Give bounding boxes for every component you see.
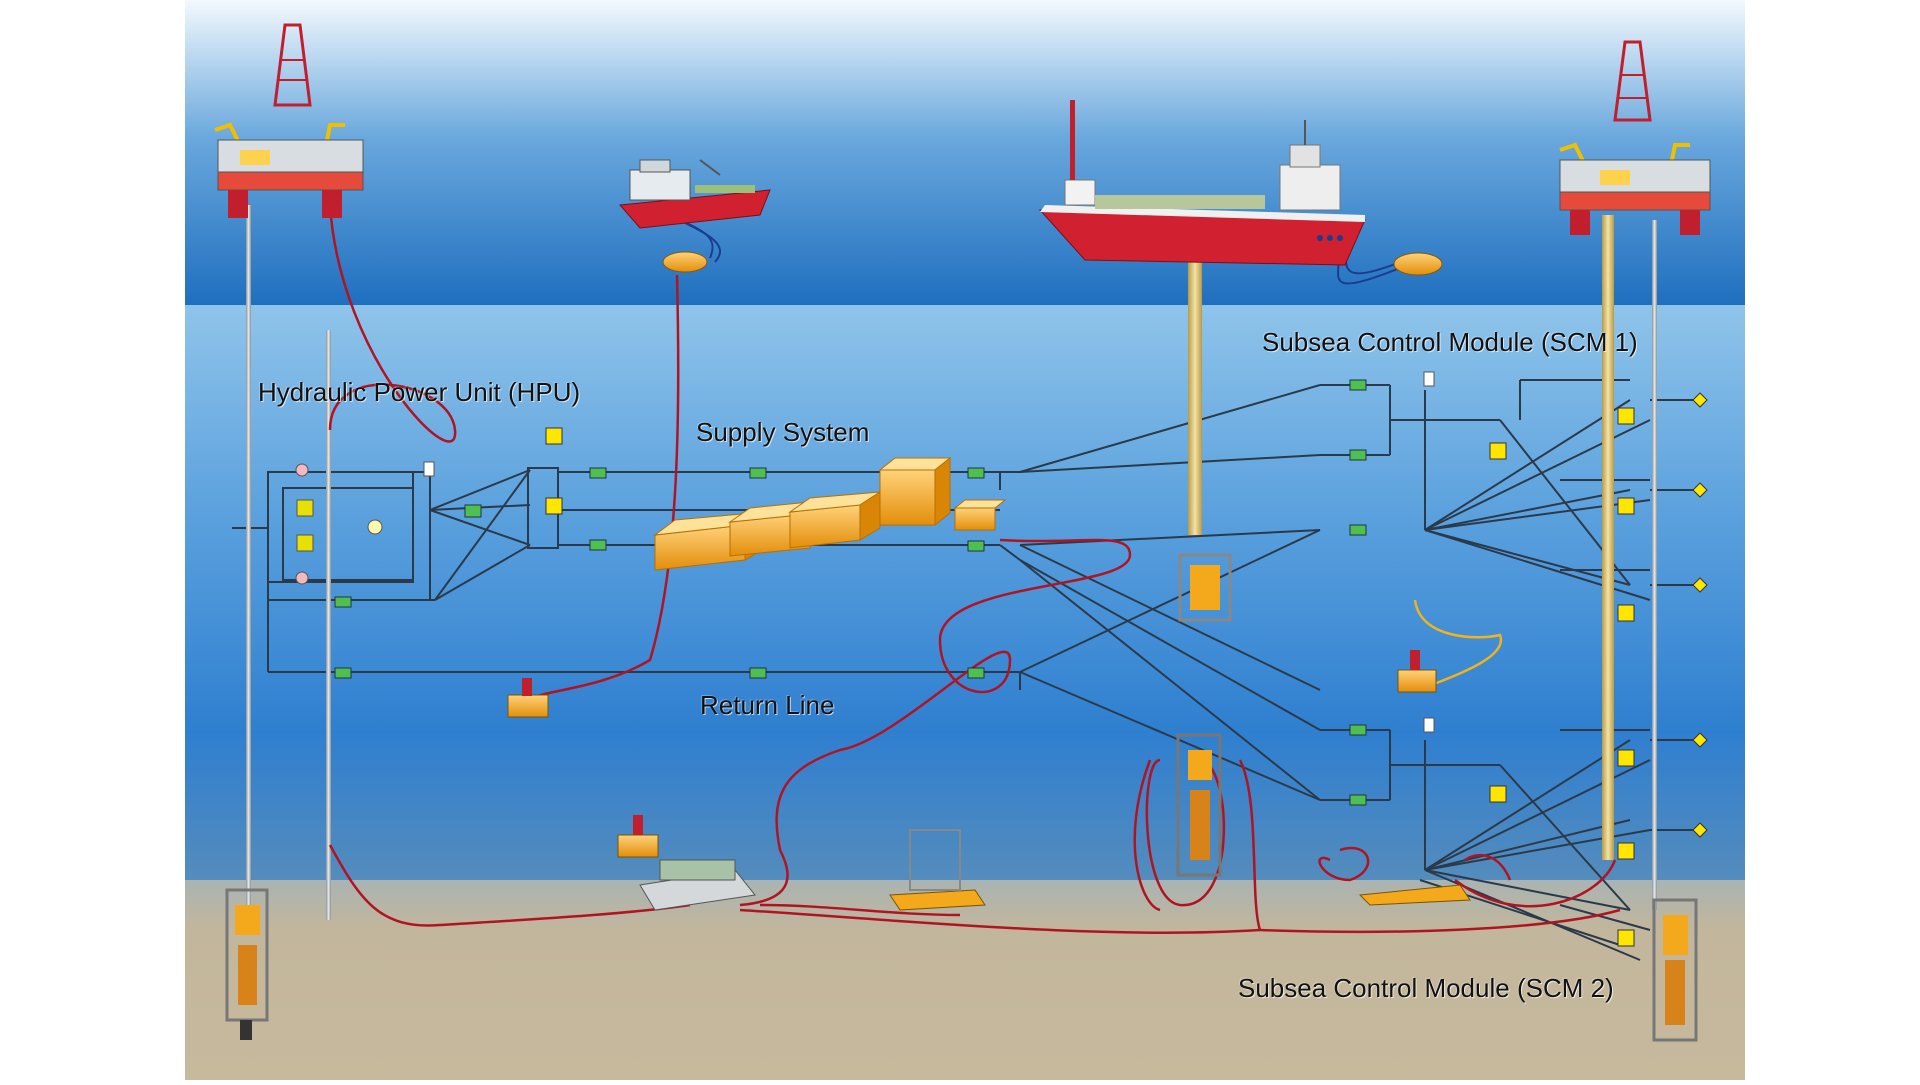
sky-background — [185, 0, 1745, 305]
buoy-icon — [662, 251, 1443, 276]
scm1-label: Subsea Control Module (SCM 1) — [1262, 327, 1638, 357]
drilling-rig-left-icon — [214, 23, 364, 218]
accumulator-icon — [295, 371, 1435, 733]
rov-icon — [507, 650, 1437, 858]
scm2-label: Subsea Control Module (SCM 2) — [1238, 973, 1614, 1003]
filter-icon — [334, 379, 1367, 806]
subsea-tree-icon — [225, 553, 1698, 1042]
umbilical-cables — [328, 204, 1621, 934]
riser-pipes — [246, 205, 1657, 920]
supply-vessel-icon — [618, 159, 771, 229]
scm-output-markers — [1692, 392, 1708, 838]
valve-icon — [545, 407, 1635, 947]
supply-system-modules — [653, 456, 1007, 571]
seabed-background — [185, 880, 1745, 1080]
manifold-icon — [639, 829, 1471, 911]
return-line-label: Return Line — [700, 690, 835, 720]
fpso-vessel-icon — [1038, 100, 1366, 266]
hpu-label: Hydraulic Power Unit (HPU) — [258, 377, 581, 407]
supply-system-label: Supply System — [696, 417, 870, 447]
drilling-rig-right-icon — [1559, 40, 1711, 235]
yellow-hose — [1413, 599, 1503, 692]
